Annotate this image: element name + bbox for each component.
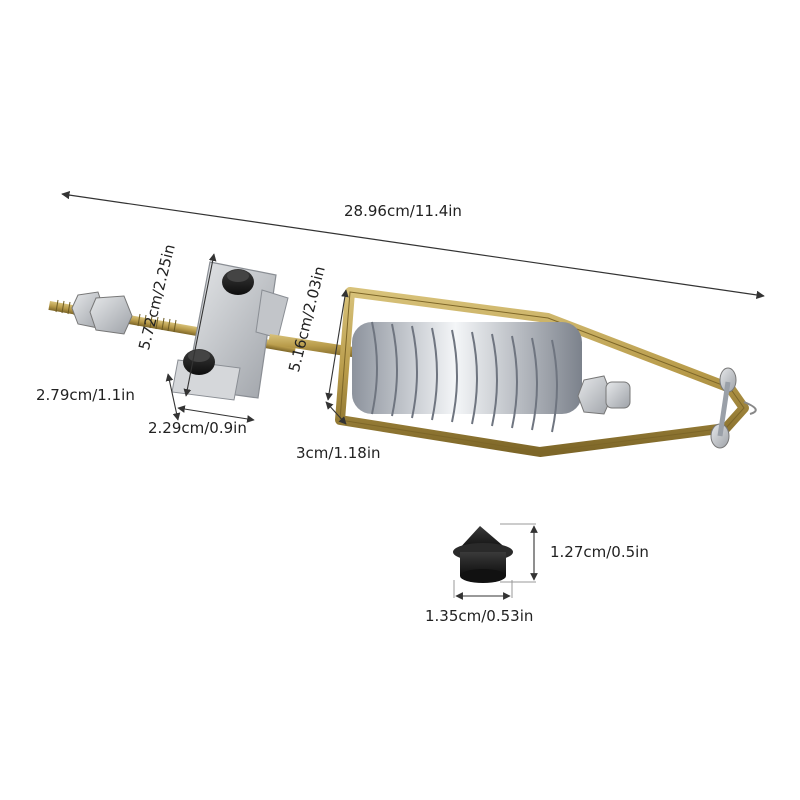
overall-length-dimension xyxy=(61,190,765,300)
rubber-bumper-bottom xyxy=(183,349,215,375)
cage-width-label: 3cm/1.18in xyxy=(296,444,381,462)
block-height-dimension xyxy=(183,253,217,397)
hex-nut-inner xyxy=(89,295,133,335)
clevis-pin xyxy=(710,367,757,449)
cap-width-label: 1.35cm/0.53in xyxy=(425,607,534,625)
end-nut xyxy=(577,375,631,415)
block-depth-label: 2.79cm/1.1in xyxy=(36,386,135,404)
coil-spring xyxy=(352,321,582,433)
rubber-cap xyxy=(453,526,513,583)
block-width-dimension xyxy=(177,405,255,423)
spring-cage xyxy=(335,287,749,457)
cage-height-dimension xyxy=(325,289,349,401)
cap-height-label: 1.27cm/0.5in xyxy=(550,543,649,561)
rubber-bumper-top xyxy=(222,269,254,295)
overall-length-label: 28.96cm/11.4in xyxy=(344,202,462,220)
cap-height-dimension xyxy=(500,523,538,583)
block-width-label: 2.29cm/0.9in xyxy=(148,419,247,437)
cage-width-dimension xyxy=(325,401,347,425)
cap-width-dimension xyxy=(453,580,513,600)
block-depth-dimension xyxy=(165,373,181,421)
